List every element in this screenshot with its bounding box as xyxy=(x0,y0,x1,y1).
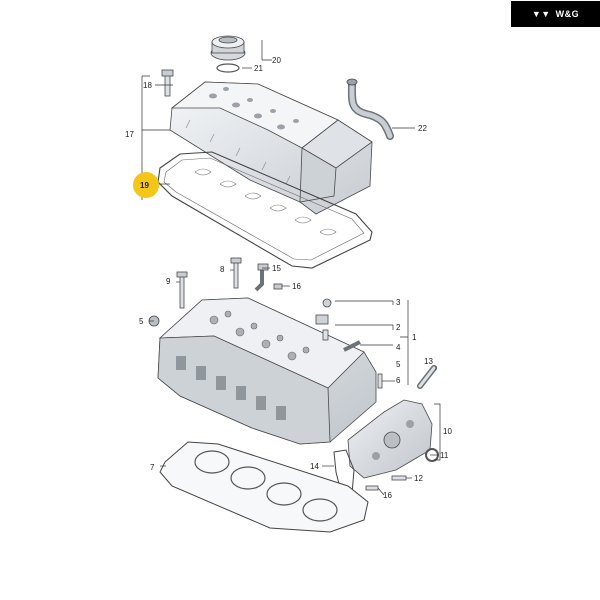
bolt-6 xyxy=(377,373,383,389)
bolt-12 xyxy=(391,475,407,481)
callout-12: 12 xyxy=(414,474,423,483)
filler-cap-seal xyxy=(216,63,240,73)
bolt-16-upper xyxy=(273,283,283,290)
brand-logo: ▼▼ W&G xyxy=(511,1,600,27)
cylinder-head xyxy=(157,297,377,445)
callout-18: 18 xyxy=(143,81,152,90)
callout-22: 22 xyxy=(418,124,427,133)
callout-11: 11 xyxy=(440,451,449,460)
cylinder-head-cover-gasket xyxy=(157,151,373,269)
callout-9: 9 xyxy=(166,277,171,286)
callout-7: 7 xyxy=(150,463,155,472)
callout-20: 20 xyxy=(272,56,281,65)
callout-3: 3 xyxy=(396,298,401,307)
pipe-15 xyxy=(254,263,269,292)
callout-17: 17 xyxy=(125,130,134,139)
callout-2: 2 xyxy=(396,323,401,332)
callout-21: 21 xyxy=(254,64,263,73)
callout-labels: 20 21 18 17 22 8 9 15 16 5 3 2 1 4 5 6 1… xyxy=(125,56,452,500)
housing-10 xyxy=(347,399,433,479)
callout-4: 4 xyxy=(396,343,401,352)
svg-text:19: 19 xyxy=(140,181,149,190)
sleeve-13 xyxy=(417,365,437,389)
callout-15: 15 xyxy=(272,264,281,273)
callout-5-lower: 5 xyxy=(396,360,401,369)
cylinder-head-cover xyxy=(169,81,373,215)
oil-filler-cap xyxy=(210,35,246,61)
fittings-1-4 xyxy=(315,298,361,352)
stud-bolt-18 xyxy=(161,69,174,97)
callout-16-lower: 16 xyxy=(383,491,392,500)
brand-logo-text: W&G xyxy=(555,9,580,19)
callout-5: 5 xyxy=(139,317,144,326)
callout-13: 13 xyxy=(424,357,433,366)
callout-8: 8 xyxy=(220,265,225,274)
head-bolt-9 xyxy=(176,271,188,309)
cylinder-head-gasket xyxy=(159,441,369,533)
callout-1: 1 xyxy=(412,333,417,342)
highlight-badge: 19 xyxy=(133,172,159,198)
bolt-8 xyxy=(230,257,242,289)
breather-hose xyxy=(346,78,394,140)
bolt-16-lower xyxy=(365,485,379,491)
callout-6: 6 xyxy=(396,376,401,385)
callout-16-upper: 16 xyxy=(292,282,301,291)
brand-logo-icon: ▼▼ xyxy=(531,9,551,19)
leader-lines xyxy=(141,40,441,496)
callout-10: 10 xyxy=(443,427,452,436)
callout-14: 14 xyxy=(310,462,319,471)
